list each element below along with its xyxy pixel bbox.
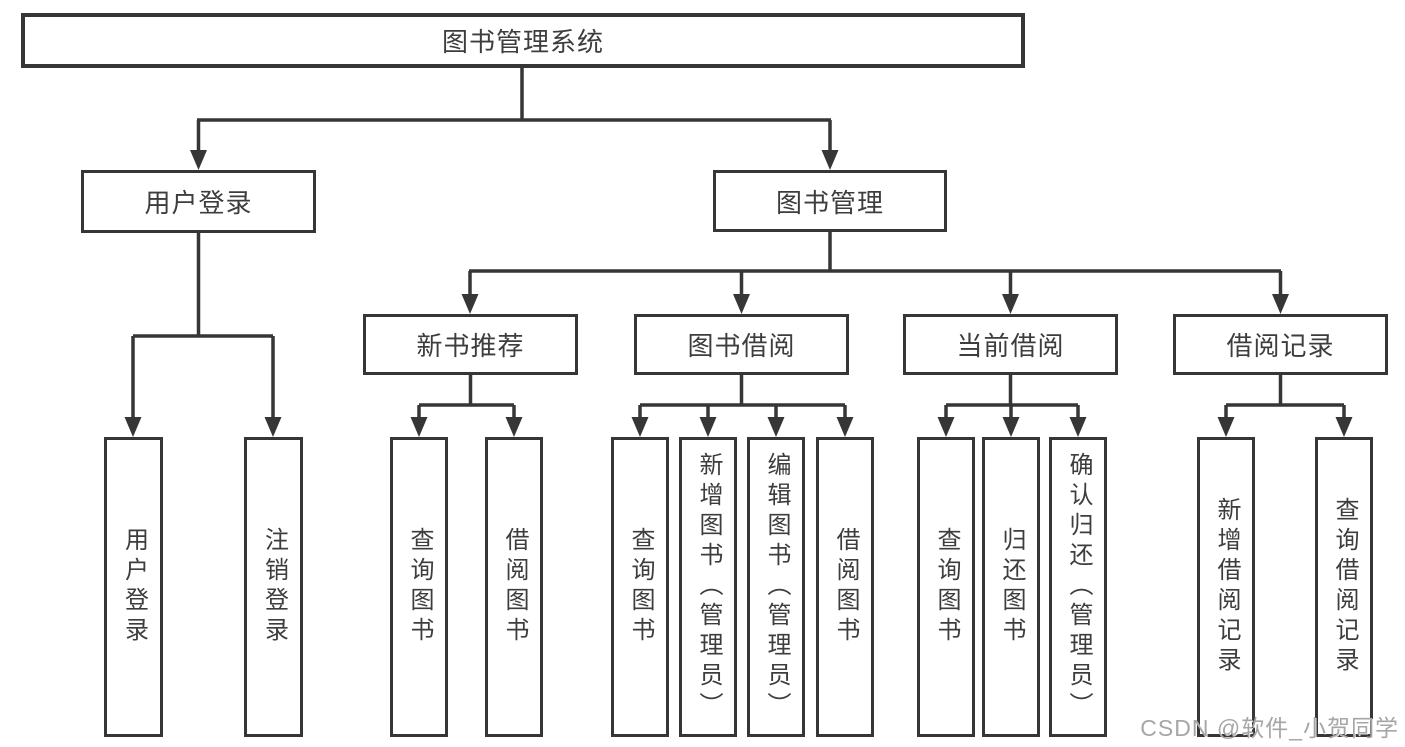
leaf-user-login: 用户登录 [104, 437, 163, 737]
connector-borrowing-records-children [1217, 375, 1353, 437]
arrow-down-icon [1272, 294, 1289, 314]
arrow-down-icon [264, 417, 282, 437]
node-book-borrowing: 图书借阅 [634, 314, 849, 375]
leaf-logout: 注销登录 [244, 437, 303, 737]
arrow-down-icon [821, 150, 839, 170]
arrow-down-icon [461, 294, 479, 314]
node-borrowing-records: 借阅记录 [1173, 314, 1388, 375]
arrow-down-icon [836, 417, 854, 437]
leaf-query-books-recommend: 查询图书 [390, 437, 448, 737]
arrow-down-icon [410, 417, 428, 437]
leaf-query-books-borrowing: 查询图书 [611, 437, 669, 737]
connector-root-to-level2 [190, 68, 839, 170]
connector-current-borrowing-children [937, 375, 1087, 437]
leaf-borrow-books: 借阅图书 [816, 437, 874, 737]
arrow-down-icon [1002, 294, 1019, 314]
leaf-query-books-current: 查询图书 [917, 437, 975, 737]
leaf-return-books: 归还图书 [982, 437, 1040, 737]
leaf-add-borrow-record: 新增借阅记录 [1197, 437, 1255, 737]
leaf-query-borrow-record: 查询借阅记录 [1315, 437, 1373, 737]
arrow-down-icon [124, 417, 142, 437]
arrow-down-icon [699, 417, 717, 437]
connector-new-book-recommend-children [410, 375, 523, 437]
leaf-add-books-admin: 新增图书（管理员） [679, 437, 737, 737]
node-book-management: 图书管理 [713, 170, 947, 232]
node-library-system: 图书管理系统 [21, 13, 1025, 68]
arrow-down-icon [937, 417, 955, 437]
node-current-borrowing: 当前借阅 [903, 314, 1118, 375]
connector-book-management-children [461, 232, 1289, 314]
arrow-down-icon [1217, 417, 1235, 437]
arrow-down-icon [1002, 417, 1020, 437]
arrow-down-icon [505, 417, 523, 437]
node-user-login: 用户登录 [81, 170, 316, 233]
connector-user-login-children [124, 233, 282, 437]
leaf-edit-books-admin: 编辑图书（管理员） [747, 437, 805, 737]
arrow-down-icon [190, 150, 207, 170]
arrow-down-icon [1069, 417, 1087, 437]
leaf-borrow-books-recommend: 借阅图书 [485, 437, 543, 737]
watermark: CSDN @软件_小贺同学 [1140, 715, 1399, 741]
node-new-book-recommend: 新书推荐 [363, 314, 578, 375]
arrow-down-icon [767, 417, 785, 437]
arrow-down-icon [631, 417, 649, 437]
connector-book-borrowing-children [631, 375, 854, 437]
arrow-down-icon [733, 294, 750, 314]
arrow-down-icon [1335, 417, 1353, 437]
leaf-confirm-return-admin: 确认归还（管理员） [1049, 437, 1107, 737]
